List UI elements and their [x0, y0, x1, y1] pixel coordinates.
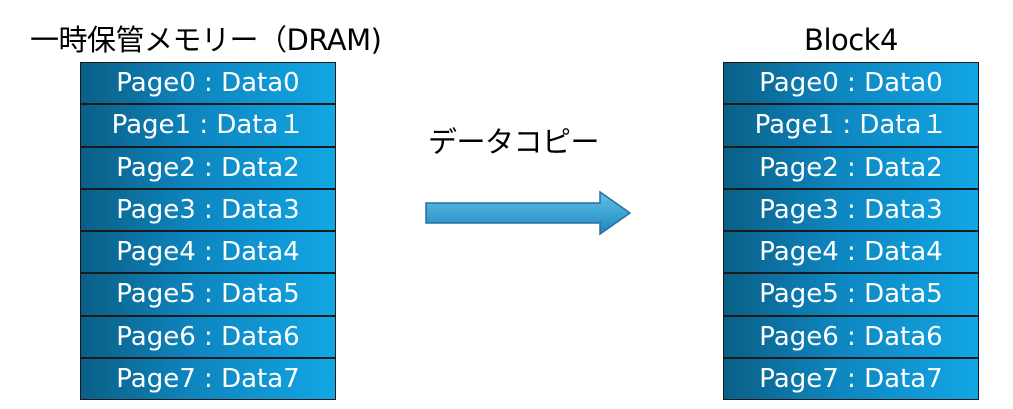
- dram-page-3: Page3 : Data3: [81, 189, 335, 232]
- block4-page-1: Page1 : Data１: [724, 105, 978, 148]
- arrow-right-icon: [425, 190, 632, 236]
- dram-page-stack: Page0 : Data0 Page1 : Data１ Page2 : Data…: [80, 62, 336, 400]
- block4-page-3: Page3 : Data3: [724, 189, 978, 232]
- block4-title: Block4: [804, 23, 898, 57]
- block4-page-6: Page6 : Data6: [724, 316, 978, 359]
- dram-page-4: Page4 : Data4: [81, 232, 335, 275]
- block4-page-2: Page2 : Data2: [724, 147, 978, 190]
- data-copy-label: データコピー: [428, 125, 600, 159]
- dram-page-5: Page5 : Data5: [81, 274, 335, 317]
- dram-page-7: Page7 : Data7: [81, 358, 335, 399]
- block4-page-0: Page0 : Data0: [724, 63, 978, 106]
- block4-page-7: Page7 : Data7: [724, 358, 978, 399]
- dram-page-2: Page2 : Data2: [81, 147, 335, 190]
- block4-page-stack: Page0 : Data0 Page1 : Data１ Page2 : Data…: [723, 62, 979, 400]
- dram-page-6: Page6 : Data6: [81, 316, 335, 359]
- dram-page-1: Page1 : Data１: [81, 105, 335, 148]
- block4-page-5: Page5 : Data5: [724, 274, 978, 317]
- dram-title: 一時保管メモリー（DRAM): [30, 23, 382, 57]
- dram-page-0: Page0 : Data0: [81, 63, 335, 106]
- arrow-shape: [425, 190, 632, 236]
- block4-page-4: Page4 : Data4: [724, 232, 978, 275]
